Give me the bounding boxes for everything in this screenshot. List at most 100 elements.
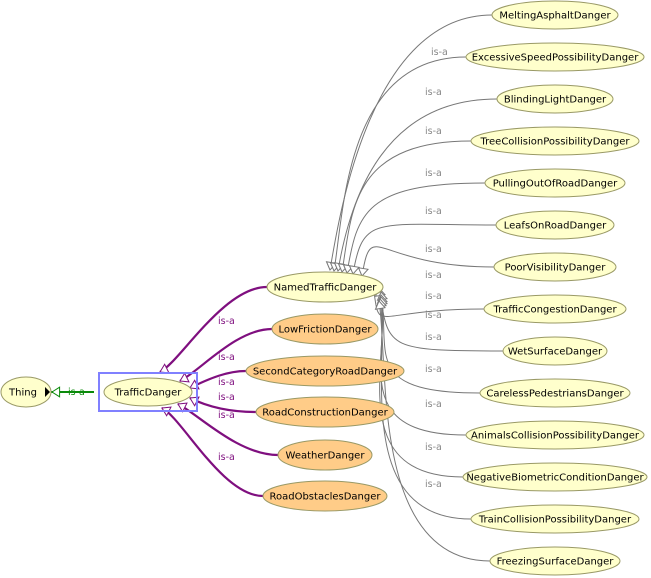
selection-box bbox=[98, 372, 198, 412]
edge-label-isa: is-a bbox=[218, 410, 235, 421]
node-roadconst[interactable]: RoadConstructionDanger bbox=[255, 396, 395, 428]
node-label: WetSurfaceDanger bbox=[508, 347, 603, 358]
node-poorvis[interactable]: PoorVisibilityDanger bbox=[493, 252, 617, 282]
node-ellipse bbox=[462, 462, 648, 492]
node-ellipse bbox=[483, 294, 627, 324]
node-ellipse bbox=[465, 420, 645, 450]
node-ellipse bbox=[470, 504, 640, 534]
node-label: PoorVisibilityDanger bbox=[505, 263, 607, 274]
edge-isa bbox=[352, 223, 497, 275]
node-pulling[interactable]: PullingOutOfRoadDanger bbox=[484, 168, 626, 198]
node-train[interactable]: TrainCollisionPossibilityDanger bbox=[470, 504, 640, 534]
node-melting[interactable]: MeltingAsphaltDanger bbox=[491, 0, 619, 30]
edge-isa bbox=[329, 14, 493, 271]
edge-label-isa: is-a bbox=[218, 392, 235, 403]
edge-label-isa: is-a bbox=[425, 206, 442, 217]
edge-label-isa: is-a bbox=[425, 168, 442, 179]
edge-label-isa: is-a bbox=[425, 291, 442, 302]
edge-label-isa: is-a bbox=[425, 399, 442, 410]
node-ellipse bbox=[493, 252, 617, 282]
node-label: ExcessiveSpeedPossibilityDanger bbox=[472, 53, 640, 64]
edge-arrow-head bbox=[51, 386, 61, 398]
edge-arrow-head bbox=[177, 402, 188, 413]
node-ellipse bbox=[479, 378, 631, 408]
node-ellipse bbox=[255, 396, 395, 428]
edge-label-isa: is-a bbox=[218, 316, 235, 327]
node-label: Thing bbox=[8, 388, 37, 399]
edge-arrow-head bbox=[179, 372, 190, 383]
node-leafs[interactable]: LeafsOnRoadDanger bbox=[495, 210, 615, 240]
node-careless[interactable]: CarelessPedestriansDanger bbox=[479, 378, 631, 408]
edge-isa-purple bbox=[159, 285, 268, 373]
edge-isa bbox=[346, 182, 486, 274]
node-weather[interactable]: WeatherDanger bbox=[277, 439, 373, 471]
expand-triangle-icon[interactable] bbox=[45, 387, 50, 397]
node-ellipse bbox=[465, 42, 645, 72]
edge-arrow-head bbox=[374, 300, 386, 310]
node-blinding[interactable]: BlindingLightDanger bbox=[496, 84, 614, 114]
node-treecoll[interactable]: TreeCollisionPossibilityDanger bbox=[470, 126, 640, 156]
node-obstacles[interactable]: RoadObstaclesDanger bbox=[262, 480, 388, 512]
edge-label-isa: is-a bbox=[425, 310, 442, 321]
edge-isa bbox=[361, 246, 495, 277]
edge-arrow-head bbox=[348, 265, 360, 275]
node-ellipse bbox=[470, 126, 640, 156]
node-label: TrainCollisionPossibilityDanger bbox=[478, 515, 632, 526]
edge-isa-purple bbox=[161, 407, 264, 498]
node-wet[interactable]: WetSurfaceDanger bbox=[502, 336, 608, 366]
node-freezing[interactable]: FreezingSurfaceDanger bbox=[489, 546, 621, 576]
node-ellipse bbox=[484, 168, 626, 198]
node-ellipse bbox=[495, 210, 615, 240]
edge-label-isa: is-a bbox=[425, 479, 442, 490]
node-label: FreezingSurfaceDanger bbox=[497, 557, 615, 568]
node-label: CarelessPedestriansDanger bbox=[486, 389, 624, 400]
node-label: WeatherDanger bbox=[286, 451, 366, 462]
node-label: RoadConstructionDanger bbox=[262, 408, 388, 419]
edge-isa bbox=[341, 140, 472, 273]
node-ellipse bbox=[496, 84, 614, 114]
node-congestion[interactable]: TrafficCongestionDanger bbox=[483, 294, 627, 324]
node-label: RoadObstaclesDanger bbox=[270, 492, 382, 503]
edge-label-isa: is-a bbox=[425, 270, 442, 281]
node-ellipse bbox=[245, 355, 405, 387]
node-traffic[interactable]: TrafficDanger bbox=[98, 372, 198, 412]
edge-label-isa: is-a bbox=[425, 244, 442, 255]
node-ellipse bbox=[266, 271, 384, 303]
edge-isa-purple bbox=[179, 327, 273, 382]
node-label: AnimalsCollisionPossibilityDanger bbox=[471, 431, 640, 442]
node-label: TrafficCongestionDanger bbox=[492, 305, 617, 316]
node-ellipse bbox=[103, 377, 193, 407]
node-ellipse bbox=[502, 336, 608, 366]
edge-label-isa: is-a bbox=[425, 442, 442, 453]
edge-isa bbox=[378, 300, 491, 562]
node-label: NegativeBiometricConditionDanger bbox=[466, 473, 644, 484]
node-label: SecondCategoryRoadDanger bbox=[253, 367, 398, 378]
edge-label-isa: is-a bbox=[218, 377, 235, 388]
edge-label-isa: is-a bbox=[218, 352, 235, 363]
node-thing[interactable]: Thing bbox=[0, 376, 52, 408]
edge-label-isa: is-a bbox=[425, 332, 442, 343]
node-label: PullingOutOfRoadDanger bbox=[493, 179, 618, 190]
node-ellipse bbox=[491, 0, 619, 30]
edge-label-isa: is-a bbox=[431, 47, 448, 58]
node-ellipse bbox=[489, 546, 621, 576]
edge-isa bbox=[337, 98, 498, 272]
node-animals[interactable]: AnimalsCollisionPossibilityDanger bbox=[465, 420, 645, 450]
node-named[interactable]: NamedTrafficDanger bbox=[266, 271, 384, 303]
node-excessive[interactable]: ExcessiveSpeedPossibilityDanger bbox=[465, 42, 645, 72]
node-ellipse bbox=[262, 480, 388, 512]
node-label: TreeCollisionPossibilityDanger bbox=[479, 137, 630, 148]
edge-label-isa: is-a bbox=[218, 452, 235, 463]
node-ellipse bbox=[271, 313, 379, 345]
node-label: LowFrictionDanger bbox=[278, 325, 372, 336]
node-label: BlindingLightDanger bbox=[504, 95, 607, 106]
edge-isa-purple bbox=[177, 403, 279, 457]
edge-label-isa: is-a bbox=[425, 364, 442, 375]
edge-label-isa: is-a bbox=[68, 387, 85, 398]
node-lowfriction[interactable]: LowFrictionDanger bbox=[271, 313, 379, 345]
node-secondcat[interactable]: SecondCategoryRoadDanger bbox=[245, 355, 405, 387]
edge-arrow-head bbox=[357, 267, 369, 277]
node-negbio[interactable]: NegativeBiometricConditionDanger bbox=[462, 462, 648, 492]
